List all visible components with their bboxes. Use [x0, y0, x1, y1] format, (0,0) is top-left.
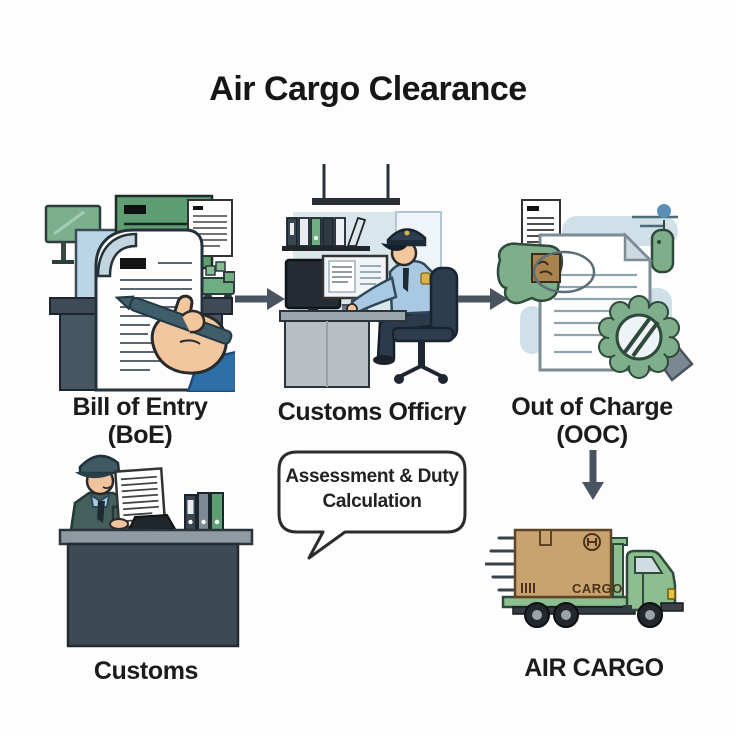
- ceiling-lamp-icon: [312, 164, 400, 205]
- counter-desk-icon: [58, 528, 254, 648]
- out-of-charge-stamp-illustration: [496, 199, 694, 382]
- arrow-right-icon: [235, 288, 285, 310]
- cargo-truck-illustration: CARGO: [485, 528, 684, 628]
- cargo-box-icon: CARGO: [513, 528, 623, 599]
- binders-icon: [184, 492, 224, 531]
- binder-shelf-icon: [282, 216, 370, 251]
- cargo-box-text: CARGO: [572, 581, 623, 596]
- customs-officer-icon: [346, 228, 436, 365]
- label-bill-of-entry: Bill of Entry (BoE): [72, 393, 208, 449]
- customs-officer-computer-illustration: [279, 164, 459, 388]
- stamp-seal-icon: [598, 295, 694, 382]
- label-customs-officer: Customs Officry: [277, 398, 467, 426]
- spray-bottle-icon: [650, 204, 675, 274]
- speech-bubble-text: Assessment & Duty Calculation: [285, 466, 459, 512]
- speech-bubble-shape: [277, 450, 467, 560]
- forklift-icon: [199, 261, 235, 301]
- page-title: Air Cargo Clearance: [209, 70, 527, 108]
- speech-bubble: Assessment & Duty Calculation: [275, 448, 469, 560]
- office-chair-icon: [391, 266, 459, 384]
- label-customs: Customs: [93, 657, 199, 685]
- desk-icon: [279, 310, 407, 388]
- truck-wheels: [524, 602, 663, 628]
- document-icon: [113, 467, 167, 529]
- hand-pen-icon: [114, 294, 235, 392]
- hand-icon: [109, 518, 129, 530]
- bag-icon: [127, 513, 177, 532]
- arrow-down-icon: [582, 450, 604, 500]
- stamp-pad-icon: [496, 242, 596, 305]
- bill-of-entry-signing-illustration: [44, 194, 235, 392]
- truck-cab-icon: [623, 549, 684, 613]
- label-air-cargo: AIR CARGO: [524, 654, 664, 682]
- document-icon: [187, 199, 233, 257]
- label-out-of-charge: Out of Charge (OOC): [511, 393, 673, 449]
- customs-desk-illustration: [58, 454, 254, 648]
- arrow-right-icon: [458, 288, 508, 310]
